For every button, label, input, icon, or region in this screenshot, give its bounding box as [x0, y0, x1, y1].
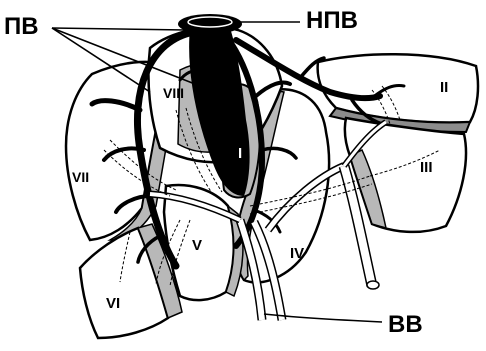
label-segment-VII: VII — [72, 169, 89, 185]
label-segment-IV: IV — [290, 245, 304, 262]
label-vv: ВВ — [388, 311, 423, 338]
label-segment-VIII: VIII — [163, 85, 184, 101]
label-segment-I: I — [238, 145, 242, 162]
label-segment-VI: VI — [106, 295, 120, 312]
segment-III-shape — [345, 118, 466, 232]
label-segment-V: V — [192, 237, 202, 254]
label-npv: НПВ — [306, 7, 358, 34]
label-segment-III: III — [420, 159, 433, 176]
label-segment-II: II — [440, 79, 448, 96]
label-pv: ПВ — [4, 13, 39, 40]
